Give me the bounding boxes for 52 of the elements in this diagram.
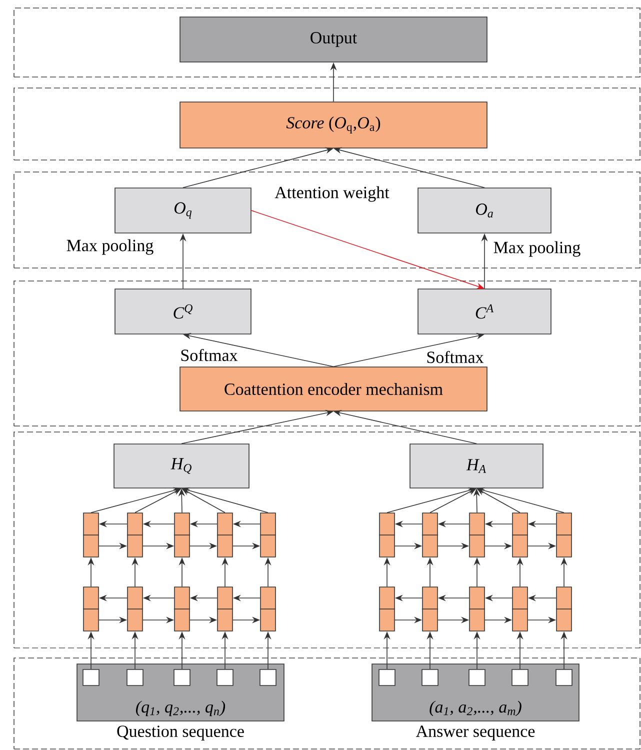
input-square: [422, 669, 438, 686]
lstm-cell: [126, 586, 144, 632]
dashed-panel: [14, 8, 640, 78]
lstm-cell: [174, 512, 190, 558]
input-square: [512, 669, 528, 686]
lstm-cell: [468, 512, 486, 558]
edge-label: Softmax: [179, 348, 239, 362]
output-box: Output: [180, 16, 488, 62]
feature-box: C$^{Q}$: [114, 288, 252, 334]
lstm-cell: [82, 586, 100, 632]
process-box: Score (O$_{q}$,O$_{a}$): [180, 102, 488, 148]
dashed-panel: [14, 658, 640, 750]
input-square: [126, 669, 144, 686]
input-square: [82, 669, 100, 686]
lstm-cell: [378, 586, 396, 632]
sequence-caption: Answer sequence: [416, 726, 535, 740]
lstm-cell: [174, 586, 190, 632]
lstm-cell: [82, 512, 100, 558]
edge-label: Attention weight: [274, 185, 390, 203]
feature-box: C$^{A}$: [418, 288, 552, 334]
sequence-caption: Question sequence: [117, 726, 244, 740]
lstm-cell: [422, 512, 438, 558]
input-square: [174, 669, 190, 686]
lstm-cell: [468, 586, 486, 632]
dashed-panel: [14, 172, 640, 268]
lstm-cell: [216, 512, 234, 558]
lstm-cell: [556, 512, 572, 558]
lstm-cell: [378, 512, 396, 558]
lstm-cell: [216, 586, 234, 632]
input-square: [556, 669, 572, 686]
lstm-cell: [126, 512, 144, 558]
edge-label: Softmax: [425, 350, 485, 364]
input-square: [260, 669, 276, 686]
lstm-cell: [260, 512, 276, 558]
lstm-cell: [422, 586, 438, 632]
feature-box: H$_{Q}$: [114, 444, 250, 488]
dashed-panel: [14, 280, 640, 426]
lstm-cell: [260, 586, 276, 632]
feature-box: H$_{A}$: [410, 444, 544, 488]
lstm-cell: [556, 586, 572, 632]
input-square: [468, 669, 486, 686]
edge-label: Max pooling: [65, 238, 155, 256]
feature-box: O$_{a}$: [418, 188, 552, 234]
dashed-panel: [14, 88, 640, 160]
dashed-panel: [14, 432, 640, 648]
input-square: [378, 669, 396, 686]
process-box: Coattention encoder mechanism: [180, 366, 488, 412]
feature-box: O$_{q}$: [114, 188, 252, 234]
input-square: [216, 669, 234, 686]
edge-label: Max pooling: [492, 240, 582, 258]
lstm-cell: [512, 512, 528, 558]
lstm-cell: [512, 586, 528, 632]
